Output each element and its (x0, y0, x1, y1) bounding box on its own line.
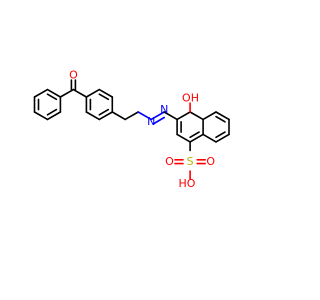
sulfonic-hydroxyl-label: HO (179, 177, 196, 190)
sulfur-label: S (187, 155, 194, 168)
azo-nitrogen-1-label: N (147, 115, 155, 128)
carbonyl-oxygen-label: O (69, 69, 78, 82)
sulfonyl-oxygen-left-label: O (165, 155, 174, 168)
naphthalene-ring-b (202, 111, 230, 143)
sulfonyl-oxygen-right-label: O (206, 155, 215, 168)
naphthalene-ring-a (176, 111, 204, 143)
azo-linkage (111, 111, 178, 125)
phenyl-ring (33, 88, 62, 121)
phenylene-ring (85, 88, 114, 121)
carbonyl-group (59, 79, 88, 98)
azo-nitrogen-2-label: N (160, 103, 168, 116)
sulfonic-acid-group (174, 141, 206, 180)
molecule-structure-diagram: O N N OH S O O HO (33, 69, 230, 190)
hydroxyl-label: OH (182, 92, 199, 105)
